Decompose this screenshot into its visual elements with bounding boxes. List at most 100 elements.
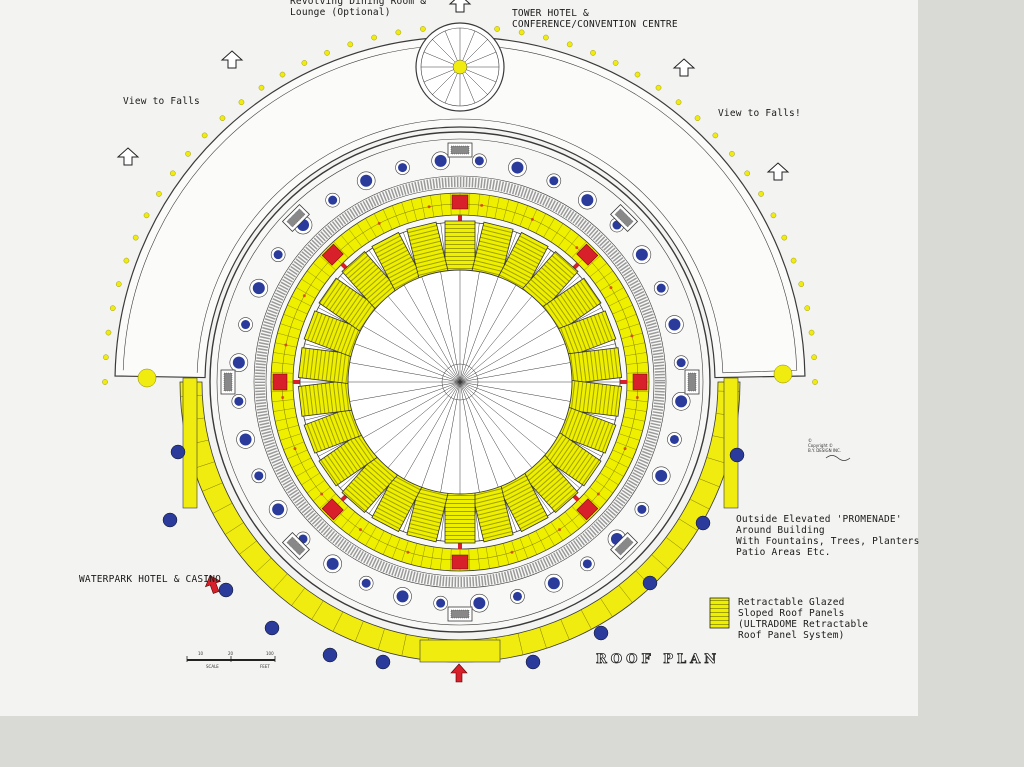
- seat-divider: [564, 511, 580, 530]
- seat-divider: [477, 194, 480, 216]
- seat-divider: [626, 390, 649, 393]
- seat-divider: [543, 526, 555, 546]
- wing-light-dot: [712, 132, 719, 139]
- seat-divider: [283, 441, 305, 450]
- wing-light-dot: [811, 354, 817, 361]
- seat-divider: [535, 530, 546, 551]
- promenade-hatch: [401, 634, 407, 656]
- seat-divider: [340, 234, 356, 253]
- fountain: [512, 591, 522, 601]
- seat-divider: [280, 323, 302, 331]
- seat-divider: [571, 505, 587, 523]
- fountain: [676, 358, 686, 368]
- seat-divider: [374, 530, 385, 551]
- seat-divider: [494, 197, 500, 219]
- seat-divider: [623, 342, 645, 348]
- wing-light-dot: [758, 191, 764, 197]
- stair-box-fill: [223, 372, 233, 392]
- tower-hotel-label: TOWER HOTEL & CONFERENCE/CONVENTION CENT…: [512, 8, 678, 30]
- fountain: [241, 320, 251, 330]
- seat-divider: [618, 323, 640, 331]
- seat-mark: [630, 334, 634, 338]
- seat-divider: [410, 199, 417, 221]
- wing-light-dot: [612, 60, 619, 66]
- seat-divider: [468, 548, 471, 571]
- wing-light-dot: [675, 99, 682, 106]
- seat-divider: [306, 479, 326, 494]
- promenade-hatch: [600, 598, 613, 617]
- wing-end-dot: [773, 364, 793, 384]
- wing-light-dot: [238, 99, 245, 106]
- promenade-hatch: [651, 554, 669, 570]
- seat-divider: [621, 425, 643, 432]
- roof-panel: [444, 220, 476, 272]
- fountain: [396, 590, 409, 603]
- tower-wing-inner-line: [122, 44, 798, 374]
- seat-divider: [626, 371, 649, 374]
- wing-light-dot: [132, 234, 139, 241]
- wing-light-dot: [798, 281, 805, 287]
- wing-light-dot: [781, 234, 788, 241]
- centre-radial: [459, 309, 546, 383]
- wing-light-dot: [590, 50, 596, 56]
- seat-mark: [281, 396, 285, 400]
- wing-light-dot: [655, 84, 662, 91]
- ring-line: [253, 175, 667, 589]
- seat-divider: [440, 194, 443, 216]
- centre-radial: [459, 381, 517, 480]
- seat-divider: [564, 234, 580, 253]
- centre-radial: [459, 381, 558, 439]
- centre-hub: [441, 363, 479, 401]
- wing-light-dot: [219, 115, 226, 121]
- seat-divider: [296, 465, 316, 477]
- fountain: [361, 578, 371, 588]
- exterior-fountain: [375, 654, 391, 670]
- seat-divider: [401, 540, 409, 562]
- seat-divider: [365, 218, 377, 238]
- wing-light-dot: [634, 71, 641, 78]
- scale-label: SCALE: [206, 664, 219, 669]
- scale-tick-3: 100: [266, 651, 274, 656]
- seat-divider: [348, 516, 363, 536]
- promenade-hatch: [311, 600, 324, 620]
- seat-divider: [430, 546, 435, 569]
- promenade-hatch: [291, 587, 305, 606]
- seat-divider: [301, 278, 321, 292]
- seat-divider: [485, 195, 490, 218]
- tower-wing: [114, 36, 806, 379]
- seat-divider: [623, 416, 645, 422]
- seat-divider: [527, 534, 538, 555]
- promenade-hatch: [212, 502, 233, 514]
- seat-divider: [618, 433, 640, 441]
- seat-divider: [589, 262, 608, 278]
- seat-divider: [511, 540, 519, 562]
- wing-light-dot: [156, 191, 162, 197]
- wing-light-dot: [543, 34, 549, 41]
- seat-mark: [427, 205, 431, 209]
- wing-light-dot: [109, 305, 116, 311]
- fountain: [655, 469, 668, 482]
- centre-radial: [374, 309, 461, 383]
- east-stair: [723, 377, 739, 509]
- fountain: [473, 597, 486, 610]
- centre-radial: [459, 276, 499, 383]
- wing-light-dot: [301, 60, 308, 66]
- seat-divider: [626, 362, 648, 365]
- centre-radial: [403, 284, 461, 383]
- centre-radial: [459, 362, 571, 383]
- seat-divider: [392, 205, 401, 227]
- wing-light-dot: [105, 329, 112, 336]
- seat-mark: [284, 343, 288, 347]
- wing-light-dot: [420, 26, 426, 32]
- centre-radial: [362, 381, 461, 439]
- centre-radial: [459, 325, 558, 383]
- seat-divider: [356, 223, 370, 243]
- legend-swatch: [709, 597, 730, 629]
- fountain: [581, 194, 594, 207]
- fountain: [436, 598, 446, 608]
- fountain: [549, 176, 559, 186]
- centre-radial: [349, 381, 461, 402]
- centre-radial: [459, 381, 571, 402]
- promenade-hatch: [560, 619, 570, 640]
- seat-divider: [615, 314, 637, 323]
